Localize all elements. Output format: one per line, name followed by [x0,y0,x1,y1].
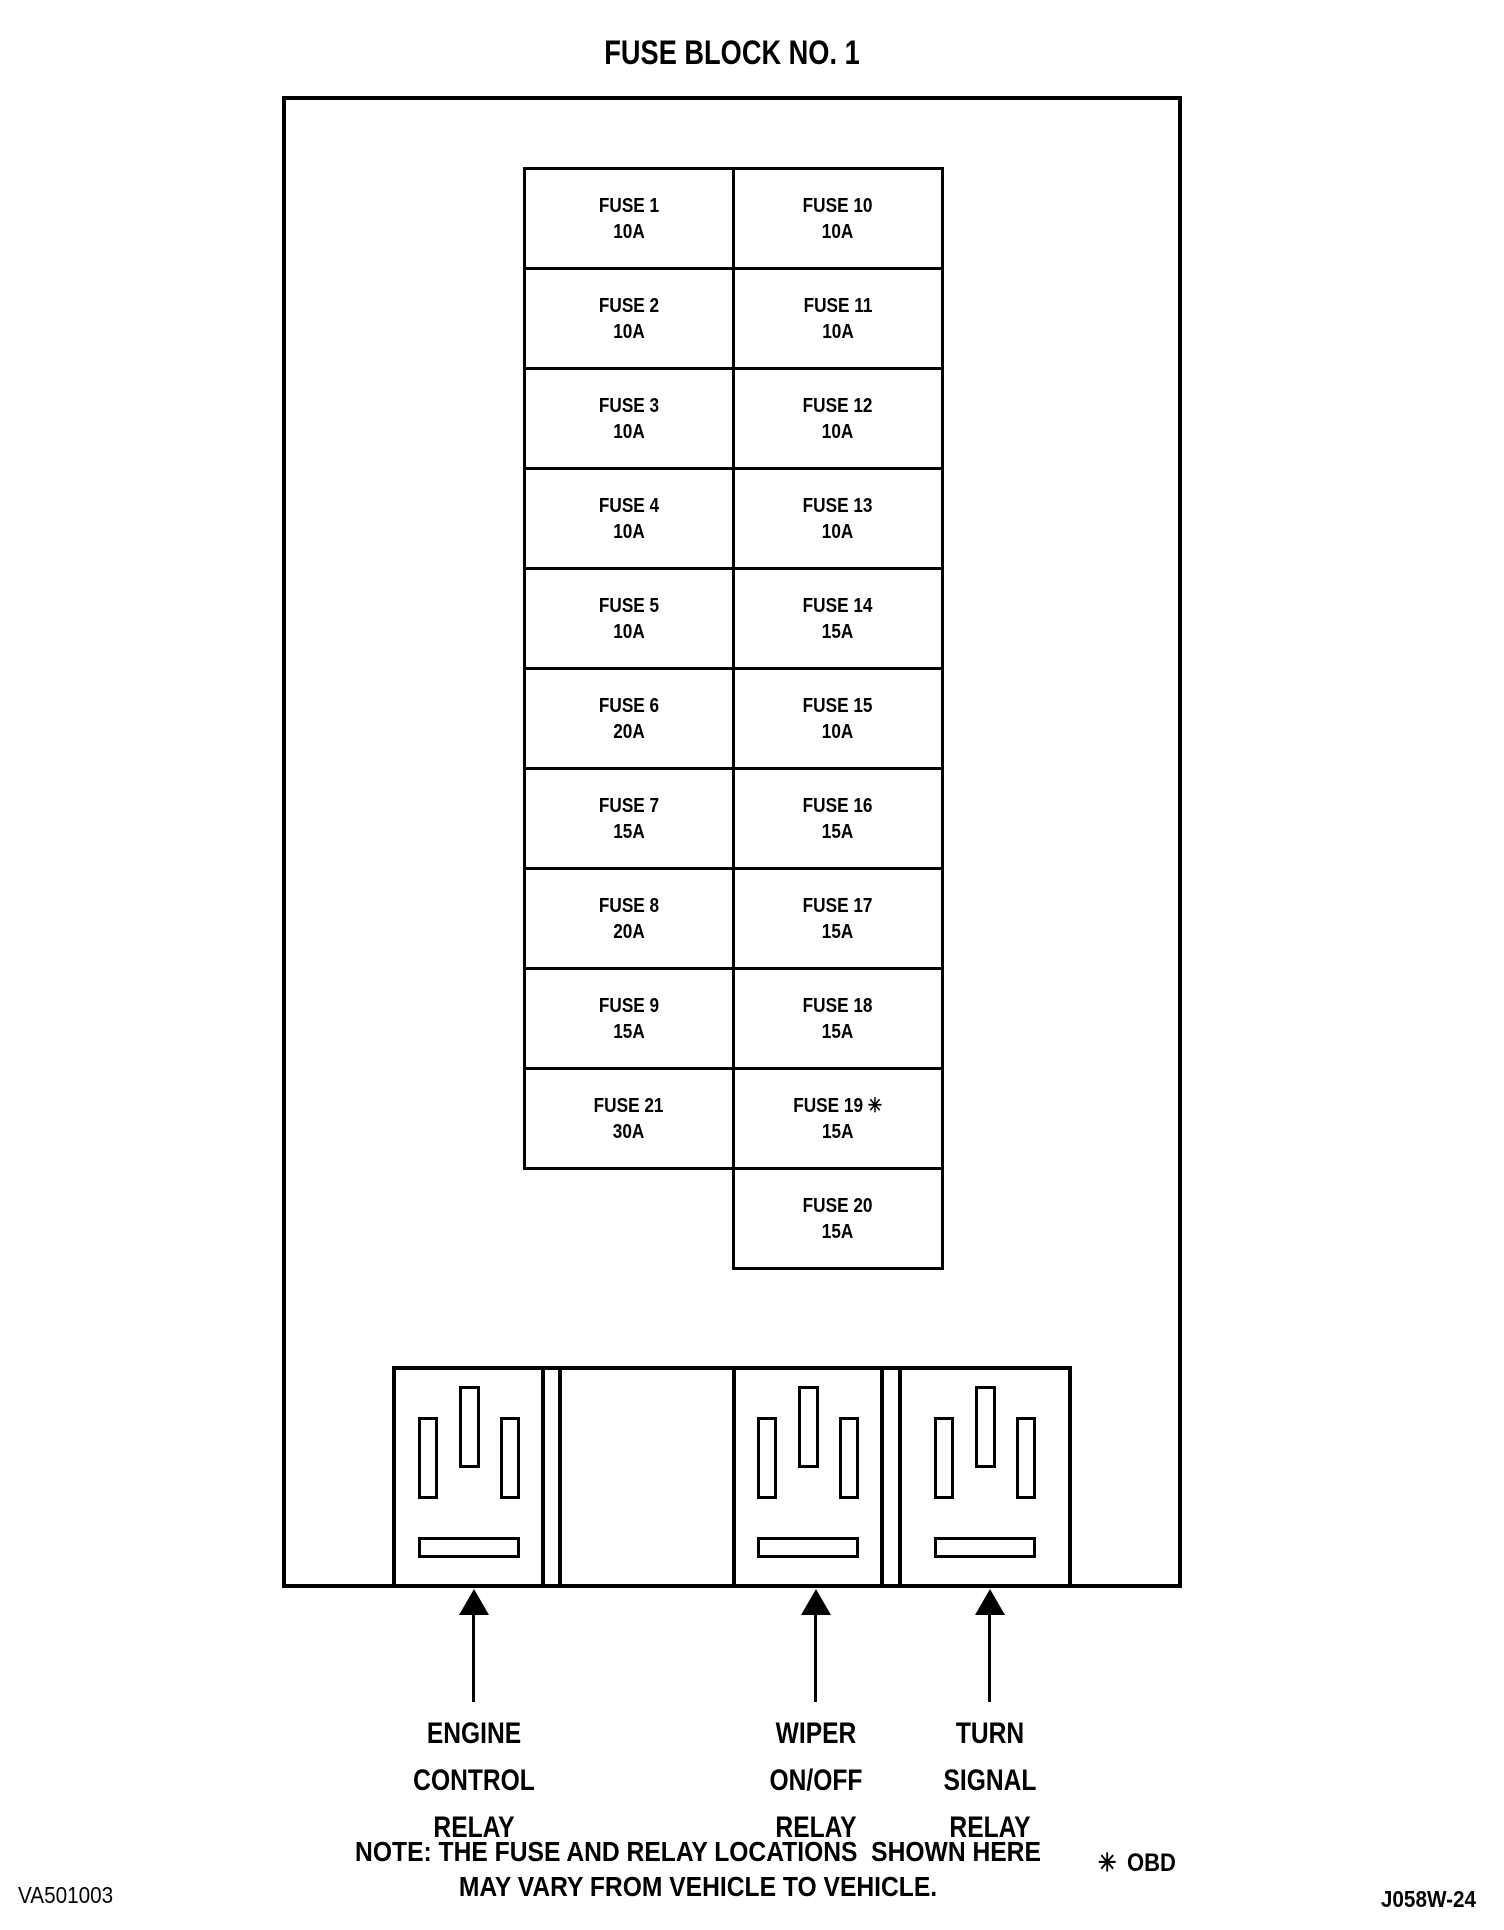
relay-slot [757,1537,859,1558]
fuse-name: FUSE 3 [598,394,660,417]
fuse-name: FUSE 10 [803,194,873,217]
fuse-amps: 10A [613,420,645,443]
obd-legend-text: OBD [1126,1849,1176,1877]
fuse-cell-12: FUSE 12 10A [732,367,944,470]
obd-legend: ✳ OBD [1098,1848,1176,1878]
up-arrow-stem [472,1610,475,1702]
fuse-cell-18: FUSE 18 15A [732,967,944,1070]
fuse-name: FUSE 2 [598,294,660,317]
relay-label-engine-control: ENGINE CONTROL RELAY [413,1717,535,1844]
fuse-cell-20: FUSE 20 15A [732,1167,944,1270]
fuse-name: FUSE 13 [803,494,873,517]
fuse-amps: 10A [613,520,645,543]
up-arrow-stem [814,1610,817,1702]
fuse-amps: 15A [822,1220,854,1243]
fuse-amps: 15A [613,820,645,843]
relay-pin [975,1386,996,1468]
fuse-amps: 15A [613,1020,645,1043]
fuse-amps: 10A [822,320,854,343]
fuse-name: FUSE 21 [594,1094,664,1117]
fuse-cell-4: FUSE 4 10A [523,467,735,570]
fuse-name: FUSE 4 [598,494,660,517]
diagram-title: FUSE BLOCK NO. 1 [604,34,860,72]
relay-pin [458,1386,480,1468]
fuse-amps: 10A [613,220,645,243]
fuse-name: FUSE 15 [803,694,873,717]
relay-turn-signal [898,1366,1072,1588]
fuse-amps: 10A [613,320,645,343]
fuse-cell-21: FUSE 21 30A [523,1067,735,1170]
asterisk-icon: ✳ [1098,1849,1117,1877]
fuse-amps: 10A [822,720,854,743]
fuse-cell-14: FUSE 14 15A [732,567,944,670]
fuse-cell-17: FUSE 17 15A [732,867,944,970]
fuse-cell-6: FUSE 6 20A [523,667,735,770]
fuse-amps: 10A [822,520,854,543]
fuse-name: FUSE 17 [803,894,873,917]
fuse-amps: 10A [822,420,854,443]
fuse-amps: 10A [822,220,854,243]
fuse-cell-9: FUSE 9 15A [523,967,735,1070]
relay-label-wiper-on-off: WIPER ON/OFF RELAY [769,1717,863,1844]
doc-code-left: VA501003 [18,1882,114,1908]
relay-pin [757,1417,777,1499]
relay-pin [1016,1417,1036,1499]
fuse-cell-1: FUSE 1 10A [523,167,735,270]
fuse-cell-5: FUSE 5 10A [523,567,735,670]
relay-pin [839,1417,859,1499]
fuse-amps: 15A [822,620,854,643]
relay-pin-group [757,1386,859,1562]
fuse-amps: 15A [822,1020,854,1043]
fuse-cell-7: FUSE 7 15A [523,767,735,870]
fuse-cell-8: FUSE 8 20A [523,867,735,970]
relay-label-turn-signal: TURN SIGNAL RELAY [943,1717,1037,1844]
fuse-cell-16: FUSE 16 15A [732,767,944,870]
fuse-name: FUSE 16 [803,794,873,817]
fuse-amps: 20A [613,720,645,743]
fuse-name: FUSE 12 [803,394,873,417]
fuse-name: FUSE 18 [803,994,873,1017]
fuse-cell-3: FUSE 3 10A [523,367,735,470]
relay-pin [417,1417,438,1499]
relay-empty-socket [558,1366,736,1588]
relay-pin-group [417,1386,520,1562]
fuse-cell-19: FUSE 19 ✳ 15A [732,1067,944,1170]
fuse-name: FUSE 9 [598,994,660,1017]
relay-pin [934,1417,954,1499]
fuse-name: FUSE 8 [598,894,660,917]
relay-wiper-on-off [732,1366,884,1588]
up-arrow-stem [988,1610,991,1702]
relay-pin [798,1386,819,1468]
relay-slot [417,1537,520,1558]
fuse-name: FUSE 14 [803,594,873,617]
relay-pin-group [934,1386,1036,1562]
fuse-amps: 30A [613,1120,645,1143]
fuse-cell-10: FUSE 10 10A [732,167,944,270]
fuse-amps: 15A [822,920,854,943]
fuse-cell-2: FUSE 2 10A [523,267,735,370]
fuse-name: FUSE 20 [803,1194,873,1217]
fuse-name: FUSE 6 [598,694,660,717]
fuse-amps: 15A [822,820,854,843]
doc-code-right: J058W-24 [1380,1886,1476,1912]
fuse-amps: 15A [822,1120,854,1143]
fuse-name: FUSE 7 [598,794,660,817]
fuse-amps: 10A [613,620,645,643]
fuse-name: FUSE 19 ✳ [793,1094,883,1117]
relay-slot [934,1537,1036,1558]
fuse-name: FUSE 5 [598,594,660,617]
fuse-name: FUSE 1 [598,194,660,217]
relay-pin [499,1417,520,1499]
fuse-name: FUSE 11 [803,294,873,317]
fuse-cell-11: FUSE 11 10A [732,267,944,370]
relay-engine-control [392,1366,545,1588]
variation-note: NOTE: THE FUSE AND RELAY LOCATIONS SHOWN… [355,1836,1041,1902]
fuse-amps: 20A [613,920,645,943]
fuse-cell-15: FUSE 15 10A [732,667,944,770]
fuse-cell-13: FUSE 13 10A [732,467,944,570]
